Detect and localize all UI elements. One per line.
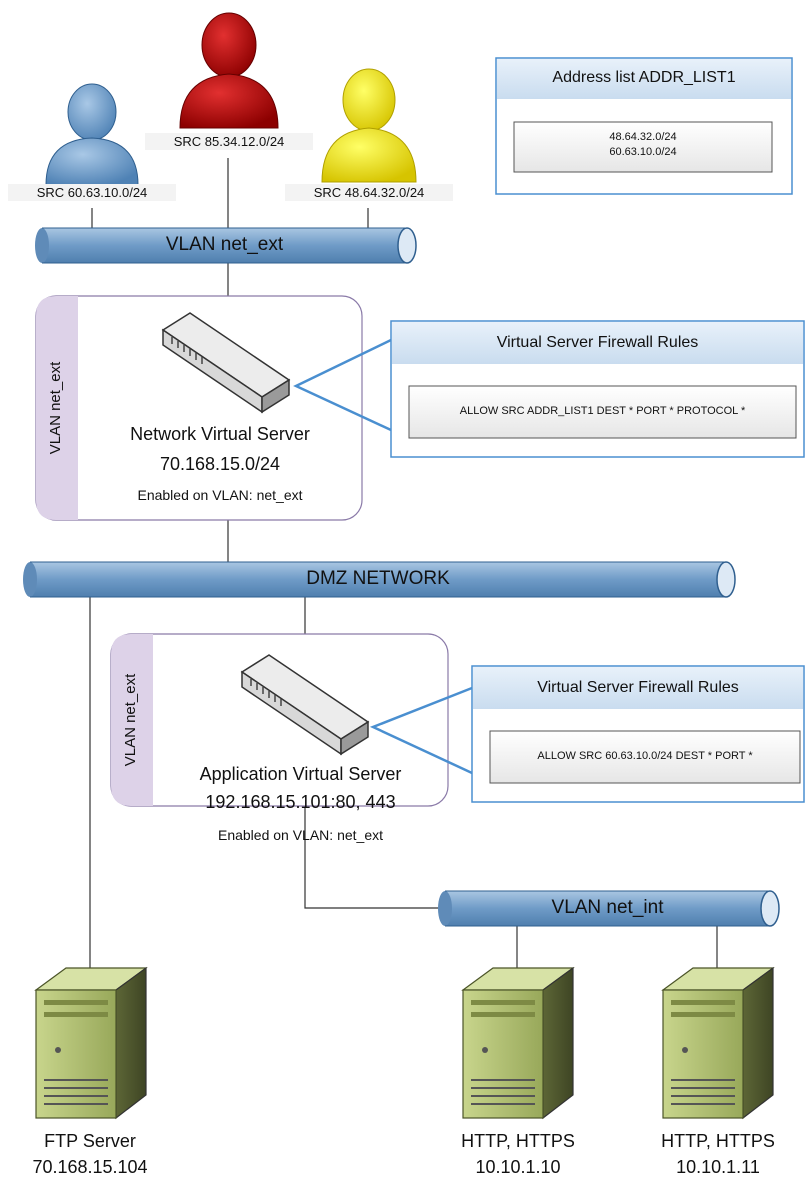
app-vs-vlan-side-label: VLAN net_ext (122, 673, 139, 767)
vlan-int-pipe (438, 890, 780, 927)
app-rules-panel (369, 665, 805, 803)
dmz-pipe-label: DMZ NETWORK (306, 568, 450, 589)
ftp-server-ip: 70.168.15.104 (32, 1157, 148, 1177)
app-vs-enabled: Enabled on VLAN: net_ext (217, 827, 383, 843)
vlan-ext-pipe (35, 227, 417, 264)
server-http1-icon (461, 966, 575, 1120)
network-vs-box (35, 295, 363, 521)
ftp-server-role: FTP Server (44, 1131, 136, 1151)
switch-network-vs-icon (161, 312, 291, 414)
network-rules-title: Virtual Server Firewall Rules (496, 334, 699, 351)
http-server-1-ip: 10.10.1.10 (475, 1157, 561, 1177)
address-entry: 48.64.32.0/24 (609, 131, 677, 143)
server-ftp-icon (34, 966, 148, 1120)
address-list-entries: 48.64.32.0/24 60.63.10.0/24 (514, 130, 772, 160)
network-vs-enabled: Enabled on VLAN: net_ext (137, 487, 303, 503)
app-rules-title: Virtual Server Firewall Rules (537, 679, 739, 696)
vlan-ext-pipe-label: VLAN net_ext (165, 234, 284, 255)
app-vs-box (110, 633, 449, 807)
address-list-panel (495, 57, 793, 195)
http-server-2-ip: 10.10.1.11 (676, 1157, 760, 1177)
user-red-icon (179, 12, 279, 129)
user-blue-icon (45, 83, 139, 186)
app-vs-address: 192.168.15.101:80, 443 (205, 792, 396, 812)
app-vs-name: Application Virtual Server (199, 764, 402, 784)
app-rule-text: ALLOW SRC 60.63.10.0/24 DEST * PORT * (537, 750, 753, 762)
vlan-int-pipe-label: VLAN net_int (551, 897, 664, 918)
address-list-title: Address list ADDR_LIST1 (552, 69, 736, 86)
address-entry: 60.63.10.0/24 (609, 146, 677, 158)
user-blue-src-label: SRC 60.63.10.0/24 (8, 184, 176, 201)
dmz-pipe (23, 561, 736, 598)
switch-app-vs-icon (240, 654, 370, 756)
user-yellow-src-label: SRC 48.64.32.0/24 (285, 184, 453, 201)
user-yellow-icon (321, 68, 417, 183)
network-vs-vlan-side-label: VLAN net_ext (47, 361, 64, 455)
http-server-2-role: HTTP, HTTPS (661, 1131, 775, 1151)
server-http2-icon (661, 966, 775, 1120)
network-vs-address: 70.168.15.0/24 (159, 454, 281, 474)
user-red-src-label: SRC 85.34.12.0/24 (145, 133, 313, 150)
network-rule-text: ALLOW SRC ADDR_LIST1 DEST * PORT * PROTO… (459, 405, 746, 417)
http-server-1-role: HTTP, HTTPS (461, 1131, 575, 1151)
network-vs-name: Network Virtual Server (130, 424, 310, 444)
network-rules-panel (293, 320, 805, 458)
